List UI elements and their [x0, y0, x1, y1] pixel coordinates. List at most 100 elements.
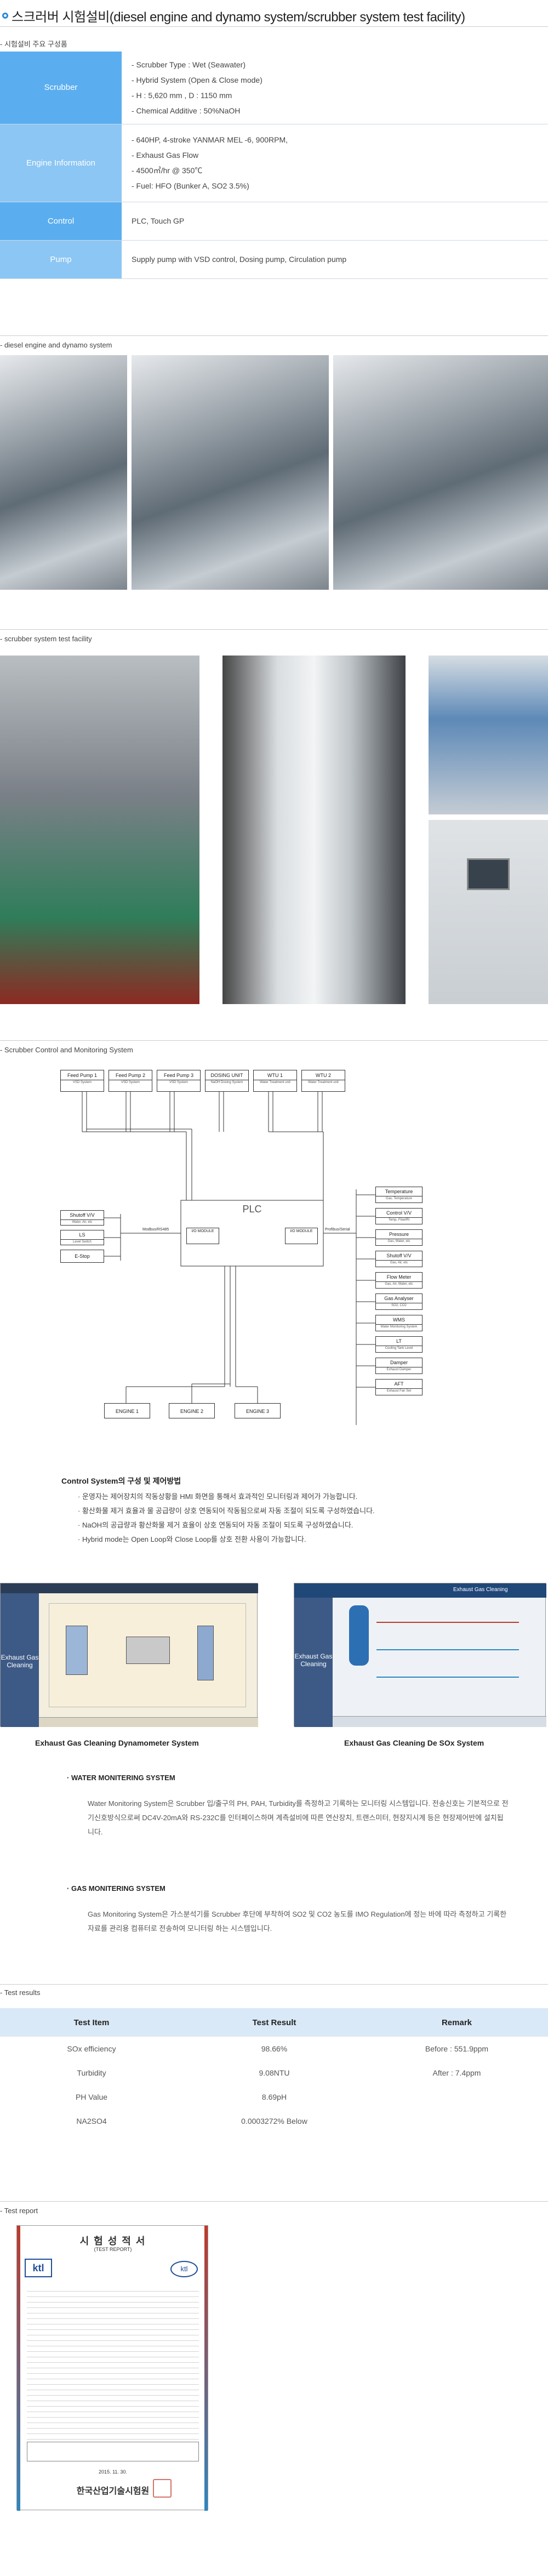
spec-line: - Chemical Additive : 50%NaOH — [132, 106, 241, 115]
node-sublabel: SO2, CO2 — [376, 1302, 422, 1308]
scrubber-photo-tower — [222, 656, 406, 1004]
hmi-bottom-bar — [39, 1717, 258, 1727]
page-title: 스크러버 시험설비(diesel engine and dynamo syste… — [12, 9, 465, 25]
spec-line: - Exhaust Gas Flow — [132, 151, 199, 159]
bullet-circle-icon — [2, 12, 8, 19]
node-sublabel: Water Treatment unit — [302, 1079, 345, 1085]
control-bullet: · 황산화물 제거 효율과 물 공급량이 상호 연동되어 작동됨으로써 자동 조… — [78, 1507, 375, 1515]
spec-value: - 640HP, 4-stroke YANMAR MEL -6, 900RPM,… — [122, 124, 548, 202]
node-label: Control V/V — [386, 1210, 412, 1216]
engine-node: ENGINE 1 — [104, 1403, 150, 1418]
tower-shape — [197, 1626, 214, 1680]
spec-line: - Hybrid System (Open & Close mode) — [132, 75, 262, 84]
report-org: 한국산업기술시험원 — [76, 2487, 150, 2496]
spec-label: Control — [0, 202, 122, 241]
spec-value: PLC, Touch GP — [122, 202, 548, 241]
result-value: 0.0003272% Below — [241, 2117, 307, 2125]
result-remark: After : 7.4ppm — [432, 2068, 481, 2077]
table-row: SOx efficiency 98.66% Before : 551.9ppm — [0, 2037, 548, 2061]
page-title-bar: 스크러버 시험설비(diesel engine and dynamo syste… — [0, 8, 548, 25]
node-sublabel: Water Treatment unit — [254, 1079, 296, 1085]
control-heading: Control System의 구성 및 제어방법 — [61, 1477, 181, 1485]
node-sublabel: Water, Air, etc — [61, 1219, 104, 1224]
node-sublabel: Cooling Tank Level — [376, 1345, 422, 1350]
engine-photo-center — [132, 355, 329, 590]
result-item: NA2SO4 — [76, 2117, 107, 2125]
node-sublabel: NaOH Dosing System — [206, 1079, 248, 1085]
result-value: 8.69pH — [261, 2093, 287, 2101]
engine-photo-left — [0, 355, 127, 590]
node-label: LS — [79, 1232, 85, 1238]
red-stamp — [153, 2479, 172, 2498]
results-header: Test Item — [0, 2008, 183, 2037]
section-label-engine: - diesel engine and dynamo system — [0, 341, 112, 349]
result-item: SOx efficiency — [67, 2044, 116, 2053]
node-label: Temperature — [385, 1189, 413, 1194]
io-module-right: I/O MODULE — [285, 1228, 318, 1244]
results-header-row: Test Item Test Result Remark — [0, 2008, 548, 2037]
engine-node: ENGINE 3 — [235, 1403, 281, 1418]
node-sublabel: VSD System — [61, 1079, 104, 1085]
spec-line: Supply pump with VSD control, Dosing pum… — [132, 255, 347, 264]
node-label: WTU 1 — [267, 1073, 283, 1078]
gms-text: Gas Monitoring System은 가스분석기를 Scrubber 후… — [88, 1910, 507, 1933]
divider — [0, 26, 548, 27]
hmi-topbar — [1, 1583, 258, 1593]
report-date: 2015. 11. 30. — [99, 2469, 127, 2475]
node-sublabel: VSD System — [109, 1079, 152, 1085]
spec-row: Pump Supply pump with VSD control, Dosin… — [0, 240, 548, 279]
left-node: E-Stop — [60, 1250, 104, 1263]
node-label: AFT — [394, 1381, 404, 1387]
result-remark — [366, 2085, 548, 2109]
result-remark — [366, 2109, 548, 2133]
report-border-left — [17, 2226, 20, 2511]
engine-photo-right — [333, 355, 548, 590]
node-sublabel: Water Monitoring System — [376, 1324, 422, 1329]
hmi-topbar: Exhaust Gas Cleaning — [294, 1583, 546, 1598]
spec-line: PLC, Touch GP — [132, 216, 185, 225]
spec-table: Scrubber - Scrubber Type : Wet (Seawater… — [0, 52, 548, 279]
spec-row: Scrubber - Scrubber Type : Wet (Seawater… — [0, 52, 548, 124]
spec-line: - Fuel: HFO (Bunker A, SO2 3.5%) — [132, 181, 249, 190]
wms-text: Water Monitoring System은 Scrubber 입/출구의 … — [88, 1799, 509, 1836]
results-header: Test Result — [183, 2008, 366, 2037]
report-border-right — [204, 2226, 208, 2511]
node-sublabel: Gas, Water, etc — [376, 1238, 422, 1244]
gms-heading-text: GAS MONITERING SYSTEM — [71, 1884, 165, 1893]
node-label: I/O MODULE — [290, 1229, 313, 1233]
control-diagram — [82, 1092, 375, 1425]
spec-row: Engine Information - 640HP, 4-stroke YAN… — [0, 124, 548, 202]
section-label-results: - Test results — [0, 1988, 41, 1997]
engine-node: ENGINE 2 — [169, 1403, 215, 1418]
table-row: PH Value 8.69pH — [0, 2085, 548, 2109]
spec-line: - Scrubber Type : Wet (Seawater) — [132, 60, 246, 69]
plc-right-link-label: Profibus/Serial — [325, 1228, 350, 1232]
report-title: 시 험 성 적 서 — [79, 2236, 146, 2247]
gms-heading: · GAS MONITERING SYSTEM — [67, 1884, 165, 1893]
node-label: LT — [396, 1338, 402, 1344]
node-sublabel: Gas, Air, Water, etc — [376, 1281, 422, 1286]
table-row: Turbidity 9.08NTU After : 7.4ppm — [0, 2061, 548, 2085]
spec-label: Scrubber — [0, 52, 122, 124]
node-label: Damper — [390, 1360, 408, 1365]
divider — [0, 629, 548, 630]
results-header: Remark — [366, 2008, 548, 2037]
ktl-logo: ktl — [25, 2259, 52, 2277]
bullet-text: NaOH의 공급량과 황산화물 제거 효율이 상호 연동되어 자동 조절이 되도… — [82, 1521, 353, 1529]
spec-line: - H : 5,620 mm , D : 1150 mm — [132, 90, 232, 100]
report-text-lines — [27, 2286, 199, 2440]
